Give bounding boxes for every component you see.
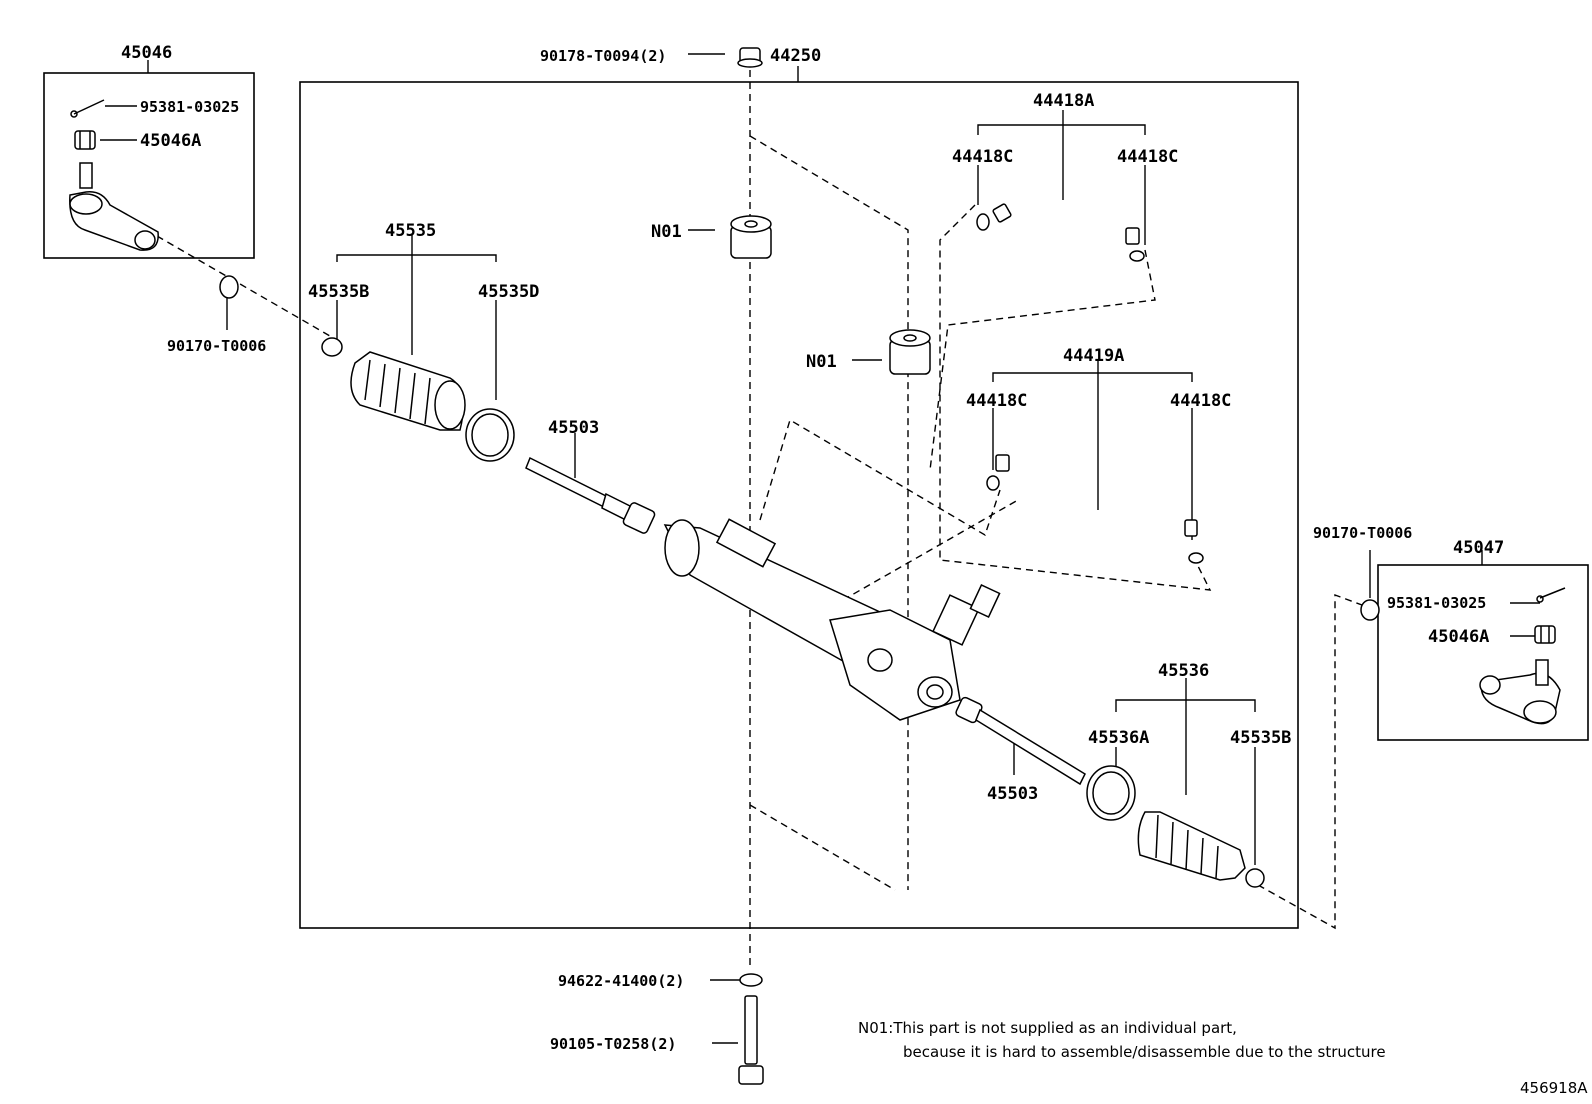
bolt-90105: [738, 995, 764, 1085]
label-45046A-right: 45046A: [1428, 627, 1489, 647]
note-line-2: because it is hard to assemble/disassemb…: [903, 1043, 1386, 1061]
clamp-45536A: [1086, 765, 1136, 821]
tube-44419A: [986, 428, 1204, 564]
label-45535D: 45535D: [478, 282, 539, 302]
note-line-1: N01:This part is not supplied as an indi…: [858, 1019, 1237, 1037]
bolt-90178: [737, 47, 763, 68]
left-tie-rod-end-frame: [43, 72, 255, 259]
diagram-ref-code: 456918A: [1520, 1079, 1588, 1097]
label-95381-left: 95381-03025: [140, 98, 239, 116]
ball-stud-left: [79, 162, 93, 189]
label-45536: 45536: [1158, 661, 1209, 681]
label-n01-upper: N01: [651, 222, 682, 242]
label-90170-left: 90170-T0006: [167, 337, 266, 355]
right-tie-rod-end: [1479, 587, 1566, 725]
label-n01-lower: N01: [806, 352, 837, 372]
nut-left: [74, 130, 96, 150]
clamp-45535D: [465, 408, 515, 462]
label-44418C-3: 44418C: [966, 391, 1027, 411]
label-44418C-1: 44418C: [952, 147, 1013, 167]
label-90170-right: 90170-T0006: [1313, 524, 1412, 542]
label-90105: 90105-T0258(2): [550, 1035, 676, 1053]
right-tie-rod-end-frame: [1377, 564, 1589, 741]
label-44418A: 44418A: [1033, 91, 1094, 111]
leader-lines: [100, 53, 1540, 1044]
boot-45536: [1137, 811, 1246, 881]
label-94622: 94622-41400(2): [558, 972, 684, 990]
right-boot-group: [1086, 765, 1265, 888]
label-45046: 45046: [121, 43, 172, 63]
cotter-pin-right: [1539, 587, 1566, 599]
label-44418C-4: 44418C: [1170, 391, 1231, 411]
label-45503-left: 45503: [548, 418, 599, 438]
label-44418C-2: 44418C: [1117, 147, 1178, 167]
label-45535B-left: 45535B: [308, 282, 369, 302]
cotter-pin-left: [73, 99, 105, 115]
nut-right: [1534, 625, 1556, 644]
label-95381-right: 95381-03025: [1387, 594, 1486, 612]
left-tie-rod-end: [69, 99, 159, 251]
label-45046A-left: 45046A: [140, 131, 201, 151]
bushing-n01-lower: [889, 329, 931, 375]
label-45503-right: 45503: [987, 784, 1038, 804]
inner-tie-rod-right: [955, 696, 1086, 786]
label-45047: 45047: [1453, 538, 1504, 558]
inner-tie-rod-left: [525, 456, 656, 534]
nut-90170-left: [219, 275, 239, 299]
bushing-n01-upper: [730, 215, 772, 259]
clamp-45535B-left: [321, 337, 343, 357]
main-assembly-frame: [299, 81, 1299, 929]
clamp-45535B-right: [1245, 868, 1265, 888]
part-labels: 45046 95381-03025 45046A 90170-T0006 901…: [121, 43, 1504, 1053]
left-boot-group: [321, 337, 515, 462]
ball-stud-right: [1535, 659, 1549, 686]
washer-94622: [739, 973, 763, 987]
steering-rack-housing: [663, 518, 1001, 721]
label-45535B-right: 45535B: [1230, 728, 1291, 748]
label-44419A: 44419A: [1063, 346, 1124, 366]
label-45536A: 45536A: [1088, 728, 1149, 748]
label-90178: 90178-T0094(2): [540, 47, 666, 65]
assembly-dash-lines: [156, 70, 1363, 970]
label-44250: 44250: [770, 46, 821, 66]
tube-44418A: [976, 203, 1145, 262]
nut-90170-right: [1360, 599, 1380, 621]
label-45535: 45535: [385, 221, 436, 241]
